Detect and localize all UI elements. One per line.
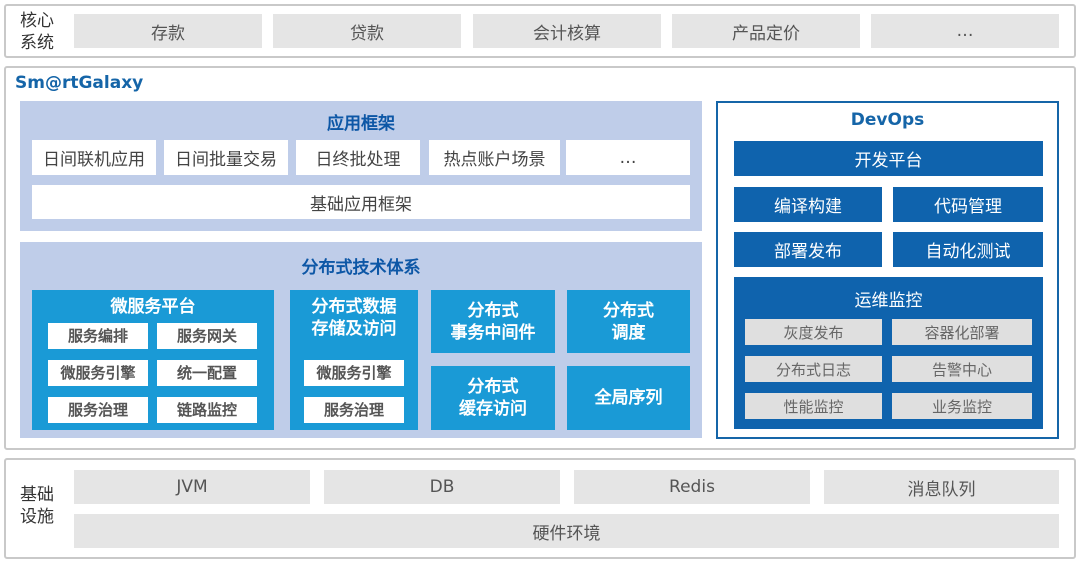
storage-title: 分布式数据 存储及访问	[311, 297, 397, 339]
ops-item-perf-monitor: 性能监控	[745, 393, 882, 419]
ms-item-orchestration: 服务编排	[48, 323, 148, 349]
ms-item-governance: 服务治理	[48, 397, 148, 423]
app-item-more: …	[566, 140, 690, 175]
ops-item-container-deploy: 容器化部署	[892, 319, 1032, 345]
infra-hardware: 硬件环境	[74, 514, 1059, 548]
ms-item-gateway: 服务网关	[157, 323, 257, 349]
distributed-cache-access: 分布式 缓存访问	[431, 366, 555, 430]
app-item-online: 日间联机应用	[32, 140, 156, 175]
automated-testing: 自动化测试	[893, 232, 1043, 267]
infra-item-mq: 消息队列	[824, 470, 1059, 504]
app-framework-panel: 应用框架 日间联机应用 日间批量交易 日终批处理 热点账户场景 … 基础应用框架	[20, 101, 702, 231]
smartgalaxy-brand: Sm@rtGalaxy	[15, 73, 144, 93]
app-base-framework: 基础应用框架	[32, 185, 690, 219]
core-item-accounting: 会计核算	[473, 14, 661, 48]
core-systems-label: 核心 系统	[20, 11, 54, 53]
app-framework-title: 应用框架	[327, 114, 395, 134]
distributed-transaction-middleware: 分布式 事务中间件	[431, 290, 555, 353]
distributed-storage: 分布式数据 存储及访问 微服务引擎 服务治理	[290, 290, 418, 430]
storage-item-governance: 服务治理	[304, 397, 404, 423]
microservice-title: 微服务平台	[110, 297, 196, 317]
devops-panel: DevOps 开发平台 编译构建 代码管理 部署发布 自动化测试 运维监控 灰度…	[716, 101, 1059, 439]
infrastructure-label: 基础 设施	[20, 485, 54, 527]
ms-item-config: 统一配置	[157, 360, 257, 386]
global-sequence: 全局序列	[567, 366, 690, 430]
ops-item-alert-center: 告警中心	[892, 356, 1032, 382]
dev-platform: 开发平台	[734, 141, 1043, 176]
ops-item-distributed-log: 分布式日志	[745, 356, 882, 382]
core-item-deposit: 存款	[74, 14, 262, 48]
ops-item-biz-monitor: 业务监控	[892, 393, 1032, 419]
ops-monitoring: 运维监控 灰度发布 容器化部署 分布式日志 告警中心 性能监控 业务监控	[734, 277, 1043, 429]
code-management: 代码管理	[893, 187, 1043, 222]
core-item-more: …	[871, 14, 1059, 48]
deploy-release: 部署发布	[734, 232, 882, 267]
app-item-hotspot: 热点账户场景	[429, 140, 560, 175]
ms-item-engine: 微服务引擎	[48, 360, 148, 386]
app-item-eod: 日终批处理	[296, 140, 420, 175]
infrastructure-band: 基础 设施 JVM DB Redis 消息队列 硬件环境	[4, 458, 1076, 559]
distributed-panel: 分布式技术体系 微服务平台 服务编排 服务网关 微服务引擎 统一配置 服务治理 …	[20, 242, 702, 438]
infra-item-db: DB	[324, 470, 560, 504]
distributed-scheduling: 分布式 调度	[567, 290, 690, 353]
core-item-loan: 贷款	[273, 14, 461, 48]
core-systems-band: 核心 系统 存款 贷款 会计核算 产品定价 …	[4, 4, 1076, 58]
infra-item-redis: Redis	[574, 470, 810, 504]
microservice-platform: 微服务平台 服务编排 服务网关 微服务引擎 统一配置 服务治理 链路监控	[32, 290, 274, 430]
ops-monitoring-title: 运维监控	[854, 291, 923, 311]
ms-item-tracing: 链路监控	[157, 397, 257, 423]
build: 编译构建	[734, 187, 882, 222]
infra-item-jvm: JVM	[74, 470, 310, 504]
app-item-batch: 日间批量交易	[164, 140, 288, 175]
ops-item-gray-release: 灰度发布	[745, 319, 882, 345]
storage-item-engine: 微服务引擎	[304, 360, 404, 386]
devops-title: DevOps	[850, 110, 925, 130]
distributed-title: 分布式技术体系	[301, 258, 421, 278]
core-item-pricing: 产品定价	[672, 14, 860, 48]
